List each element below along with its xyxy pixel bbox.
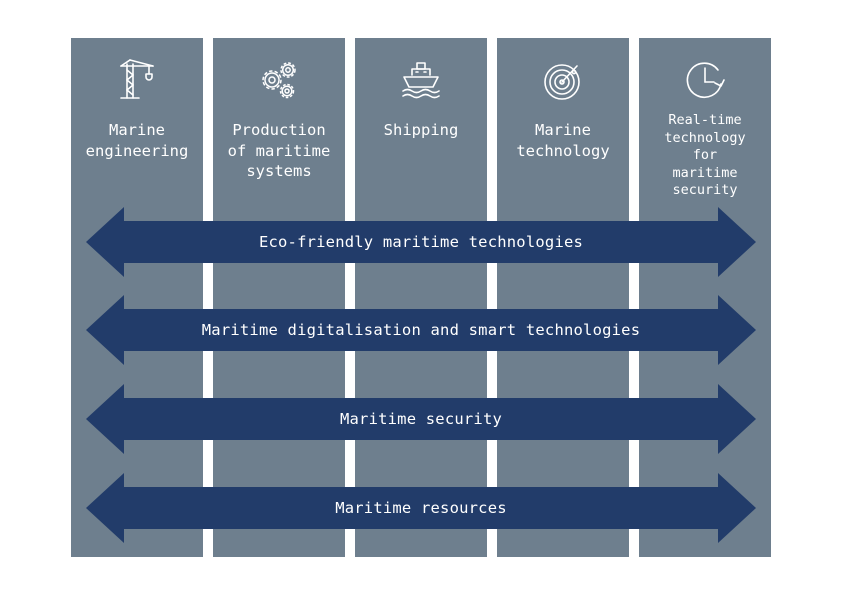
column-label: Production of maritime systems	[227, 121, 331, 180]
column-label: Marine engineering	[85, 121, 189, 160]
gears-icon	[257, 58, 301, 102]
radar-icon	[541, 58, 585, 102]
column-label: Real-time technology for maritime securi…	[664, 112, 746, 198]
arrow-label: Maritime digitalisation and smart techno…	[201, 321, 641, 339]
column-marine-engineering: Marine engineering	[71, 38, 203, 557]
column-production: Production of maritime systems	[213, 38, 345, 557]
column-shipping: Shipping	[355, 38, 487, 557]
column-real-time: Real-time technology for maritime securi…	[639, 38, 771, 557]
ship-icon	[399, 58, 443, 102]
arrow-digitalisation: Maritime digitalisation and smart techno…	[86, 295, 756, 365]
arrow-eco-friendly: Eco-friendly maritime technologies	[86, 207, 756, 277]
column-label: Shipping	[383, 121, 459, 139]
crane-icon	[115, 58, 159, 102]
arrow-resources: Maritime resources	[86, 473, 756, 543]
arrow-label: Eco-friendly maritime technologies	[258, 233, 584, 251]
arrow-label: Maritime security	[339, 410, 503, 428]
column-label: Marine technology	[516, 121, 610, 160]
arrow-security: Maritime security	[86, 384, 756, 454]
arrow-label: Maritime resources	[335, 499, 507, 517]
column-marine-technology: Marine technology	[497, 38, 629, 557]
clock-icon	[683, 58, 727, 102]
